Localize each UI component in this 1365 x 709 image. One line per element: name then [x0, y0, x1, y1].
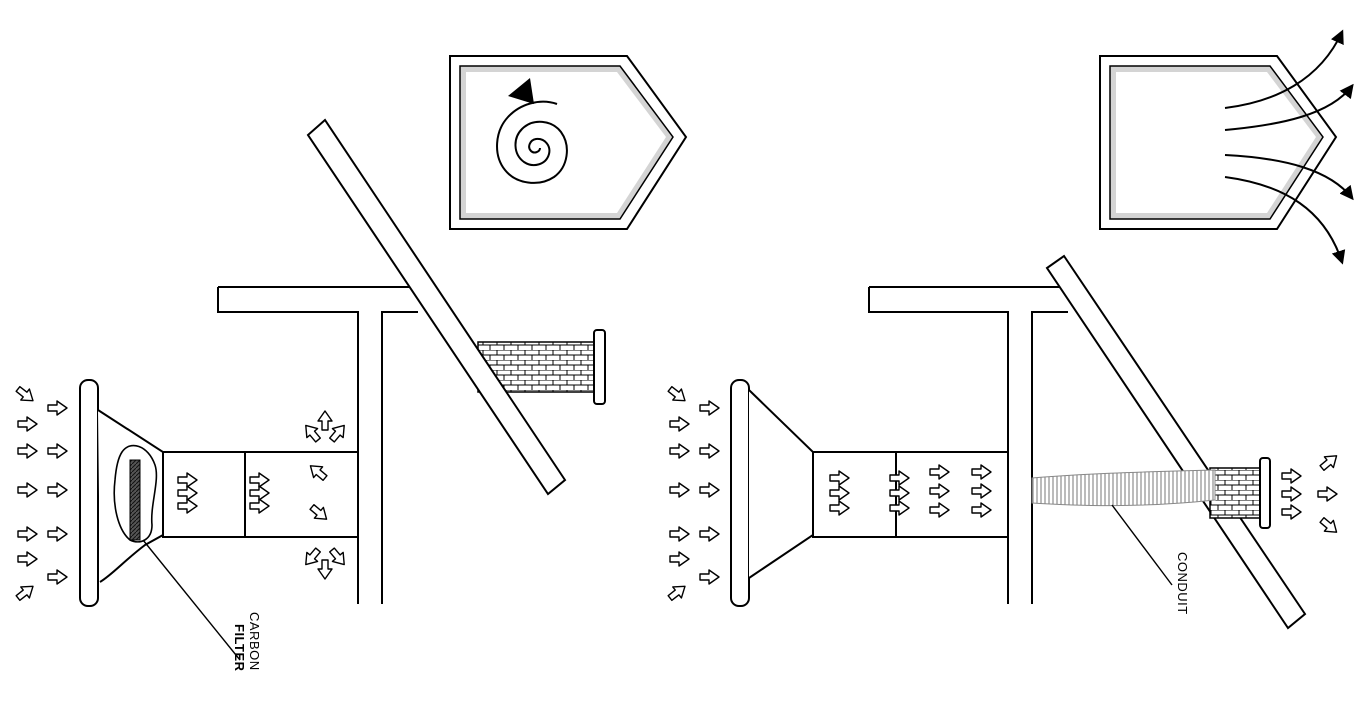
ceiling-wall-frame-right: [868, 286, 1068, 604]
carbon-label: CARBON: [247, 612, 262, 671]
carbon-filter-leader: [142, 539, 241, 661]
hood-funnel-right: [748, 389, 814, 579]
conduit-label: CONDUIT: [1175, 552, 1190, 615]
conduit-leader: [1111, 504, 1173, 586]
intake-airflow-arrows-left: [12, 382, 68, 605]
flexible-conduit: [1031, 469, 1216, 507]
spiral-arrowhead: [508, 78, 534, 104]
recirculation-spiral-icon: [496, 100, 568, 184]
ceiling-wall-frame-left: [217, 286, 418, 604]
recirculating-installation: CARBON FILTER: [12, 55, 688, 672]
filter-label: FILTER: [232, 624, 247, 672]
wall-insulation-right: [1209, 457, 1271, 529]
exhaust-airflow-arrows: [1281, 449, 1342, 539]
intake-airflow-arrows-right: [664, 382, 720, 605]
inclined-panel-right: [1045, 254, 1307, 630]
hood-front-plate-left: [79, 379, 99, 607]
inclined-panel-left: [306, 118, 567, 496]
ducted-installation: CONDUIT: [664, 29, 1354, 630]
carbon-filter-element: [129, 459, 141, 541]
recirculation-mode-icon: [449, 55, 688, 230]
exhaust-outflow-arrows-icon: [1224, 29, 1354, 265]
hood-front-plate-right: [730, 379, 750, 607]
exhaust-mode-icon: [1099, 29, 1354, 265]
